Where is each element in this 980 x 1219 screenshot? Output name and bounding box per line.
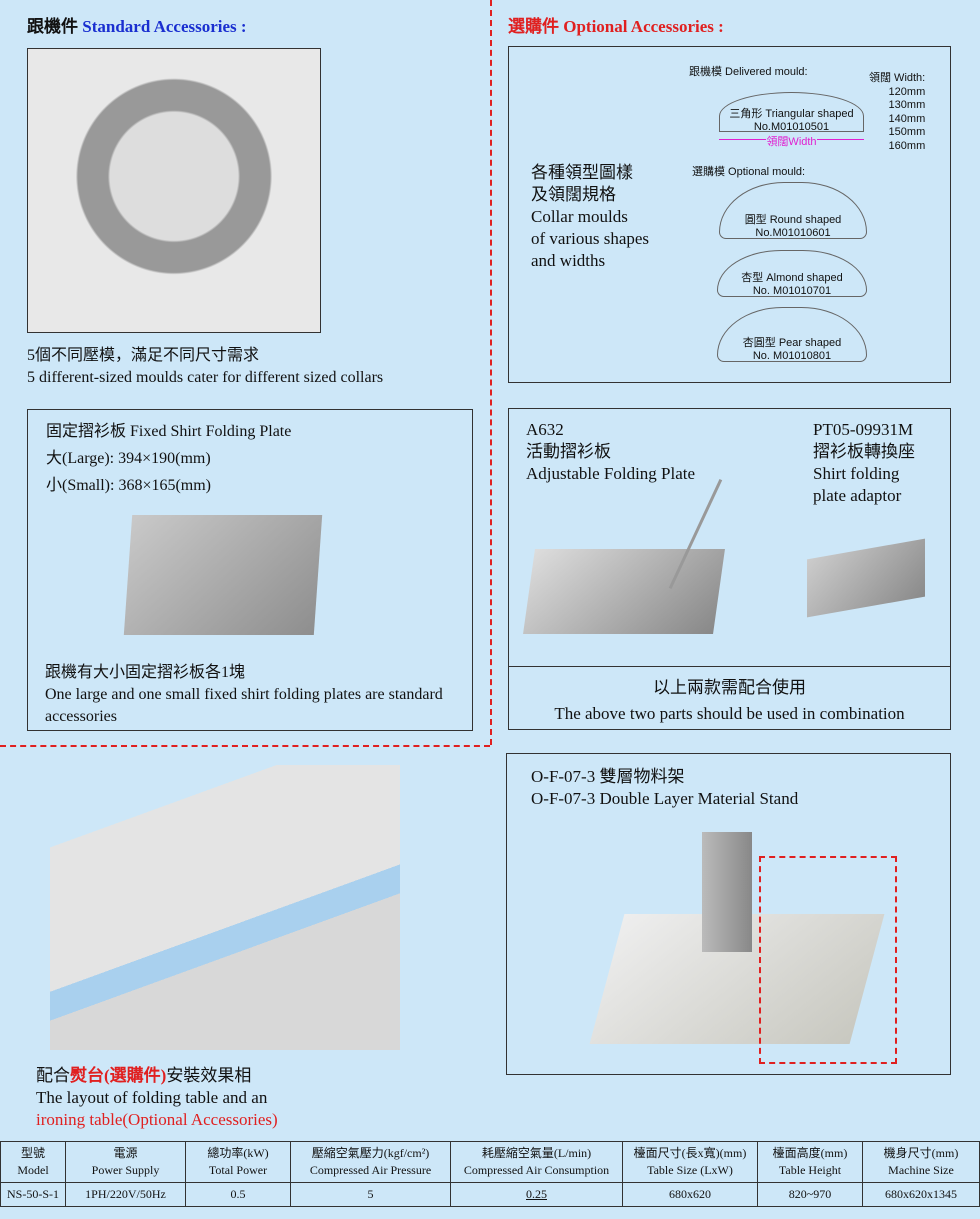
divider-vertical — [490, 0, 492, 745]
layout-caption: 配合熨台(選購件)安裝效果相 The layout of folding tab… — [36, 1066, 278, 1129]
divider-horizontal — [0, 745, 490, 747]
folding-ironing-table-photo — [50, 765, 400, 1050]
standard-heading: 跟機件 Standard Accessories : — [27, 17, 247, 36]
adaptor-photo — [807, 538, 925, 618]
moulds-photo — [27, 48, 321, 333]
highlight-box — [759, 856, 897, 1064]
adjustable-plate-photo — [523, 549, 725, 634]
fixed-plate-photo — [123, 515, 323, 635]
optional-heading: 選購件 Optional Accessories : — [508, 17, 724, 36]
